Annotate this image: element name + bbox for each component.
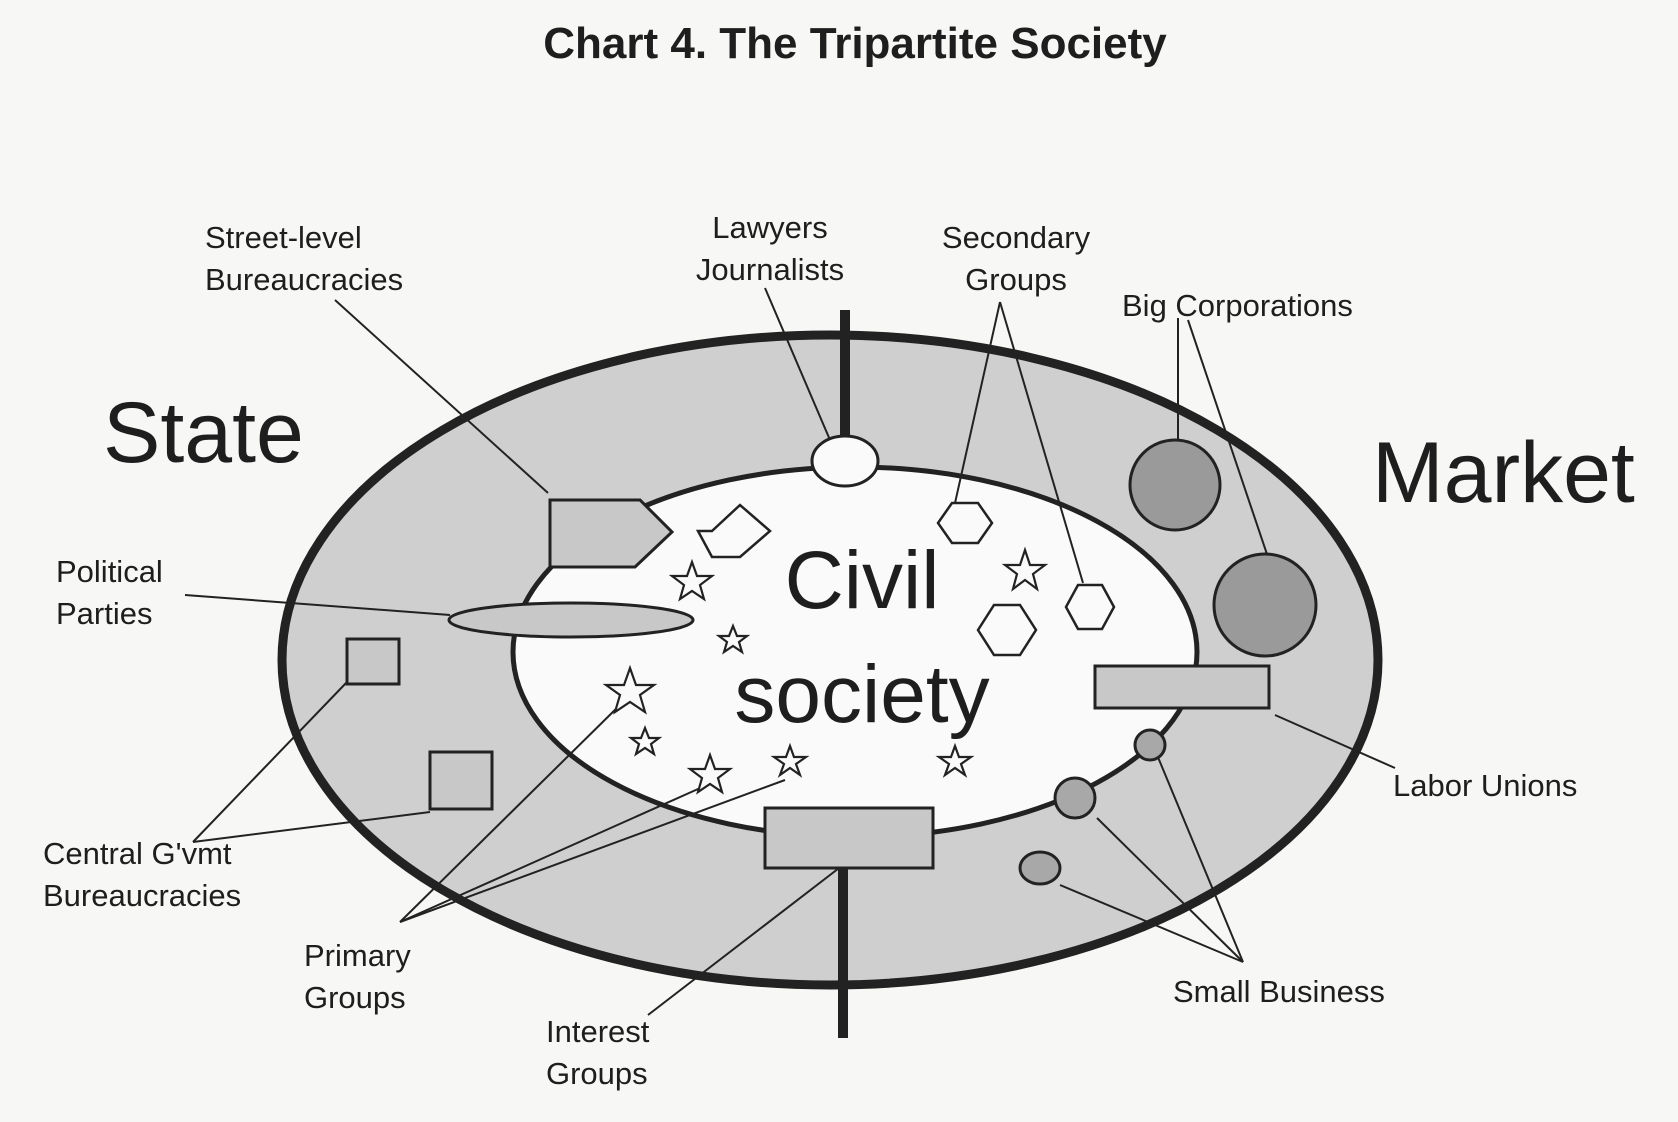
leader-lines [184,287,1396,1016]
chart-title: Chart 4. The Tripartite Society [543,19,1167,68]
interest-groups-label-line2: Groups [546,1056,648,1091]
primary-group-star [686,751,734,795]
primary-group-stars [602,546,1049,795]
street-level-bureaucracy-shape [548,498,675,569]
small-business-circle-2 [1053,776,1097,820]
political-parties-shape [447,601,695,639]
primary-groups-label-line1: Primary [304,938,411,973]
primary-group-star [627,725,663,757]
central-govt-bureaucracies-label-line2: Bureaucracies [43,878,241,913]
small-business-label: Small Business [1173,974,1385,1009]
primary-group-star [770,742,810,778]
labor-unions-shape [1093,664,1271,710]
big-corporation-circle-1 [1128,438,1222,532]
journalists-label: Journalists [696,252,844,287]
big-corporations-label: Big Corporations [1122,288,1353,323]
small-business-circle-1 [1133,728,1167,762]
street-level-bureaucracies-label-line2: Bureaucracies [205,262,403,297]
state-label: State [103,385,304,481]
small-business-circle-3 [1018,850,1062,886]
primary-group-star [668,558,716,602]
primary-group-star [1001,546,1049,592]
secondary-groups-label-line2: Groups [965,262,1067,297]
primary-groups-label-line2: Groups [304,980,406,1015]
central-govt-bureaucracy-square-2 [428,750,494,811]
central-govt-bureaucracies-label-line1: Central G'vmt [43,836,232,871]
primary-group-star [935,742,975,778]
secondary-group-hexagon-3 [976,603,1038,657]
civil-society-label-line2: society [734,649,989,740]
secondary-group-hexagon-1 [695,503,772,559]
secondary-groups-label-line1: Secondary [942,220,1091,255]
lawyers-journalists-node [810,434,880,488]
secondary-group-hexagon-4 [1064,583,1116,631]
interest-groups-label-line1: Interest [546,1014,650,1049]
primary-group-star [602,664,658,715]
market-label: Market [1372,425,1635,521]
secondary-group-hexagon-2 [936,501,994,545]
lawyers-label: Lawyers [712,210,827,245]
street-level-bureaucracies-label-line1: Street-level [205,220,362,255]
political-parties-label-line2: Parties [56,596,152,631]
civil-society-label-line1: Civil [785,535,940,626]
big-corporation-circle-2 [1212,552,1318,658]
interest-groups-shape [763,806,935,870]
primary-group-star [715,623,751,655]
political-parties-label-line1: Political [56,554,163,589]
central-govt-bureaucracy-square-1 [345,637,401,686]
labor-unions-label: Labor Unions [1393,768,1577,803]
